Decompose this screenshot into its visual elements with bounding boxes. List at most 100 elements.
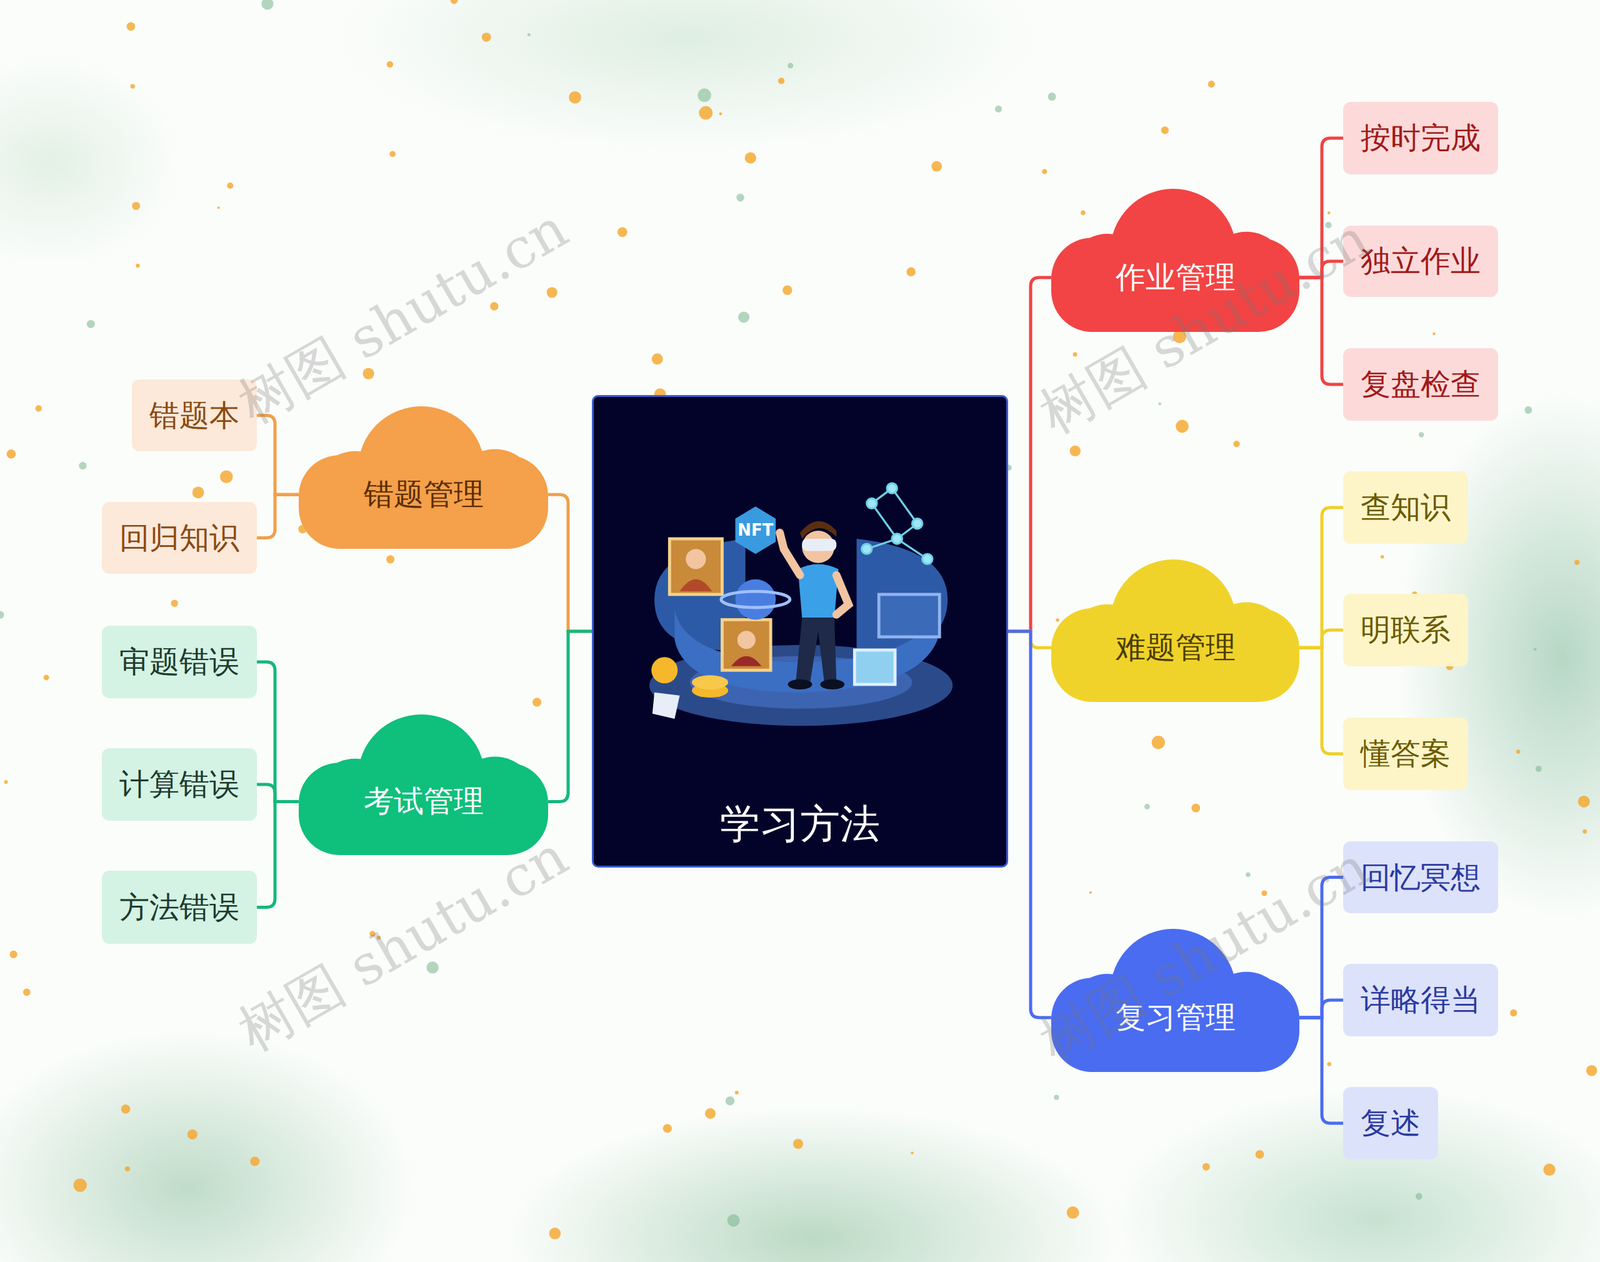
splash-dot — [1516, 749, 1521, 754]
leaf-box: 复盘检查 — [1343, 348, 1499, 421]
node-label: 回忆冥想 — [1360, 859, 1481, 896]
splash-dot — [35, 405, 42, 412]
leaf-box: 审题错误 — [101, 625, 257, 699]
node-label: 复习管理 — [1115, 999, 1236, 1036]
splash-dot — [220, 470, 234, 484]
splash-dot — [1578, 795, 1590, 808]
splash-dot — [121, 1104, 131, 1114]
splash-dot — [23, 988, 31, 996]
splash-dot — [6, 449, 17, 459]
branch-connector — [256, 415, 299, 495]
splash-dot — [192, 486, 205, 499]
splash-dot — [651, 353, 664, 365]
node-label: 难题管理 — [1115, 629, 1236, 666]
splash-dot — [1191, 803, 1200, 813]
splash-dot — [86, 320, 95, 329]
splash-dot — [376, 935, 381, 940]
splash-dot — [697, 88, 712, 103]
branch-connector — [1299, 630, 1344, 648]
node-label: 回归知识 — [119, 520, 240, 557]
splash-dot — [135, 263, 140, 268]
splash-dot — [1261, 890, 1267, 897]
splash-dot — [226, 182, 234, 189]
splash-dot — [1070, 445, 1081, 457]
branch-connector — [1299, 877, 1344, 1018]
splash-dot — [1510, 1009, 1517, 1017]
splash-dot — [738, 311, 750, 323]
branch-cloud: 考试管理 — [298, 714, 549, 855]
node-label: 学习方法 — [720, 800, 880, 849]
branch-connector — [548, 631, 592, 802]
splash-dot — [1158, 402, 1162, 406]
branch-connector — [1008, 631, 1052, 1018]
splash-dot — [1073, 352, 1078, 357]
splash-dot — [1151, 735, 1165, 749]
splash-dot — [4, 780, 9, 784]
splash-dot — [1586, 1065, 1598, 1077]
node-label: 计算错误 — [119, 766, 240, 803]
leaf-box: 按时完成 — [1343, 101, 1499, 175]
splash-dot — [1080, 210, 1086, 216]
branch-connector — [1299, 647, 1344, 754]
branch-connector — [256, 801, 299, 908]
splash-dot — [906, 267, 916, 277]
splash-dot — [735, 1090, 739, 1095]
leaf-box: 复述 — [1343, 1086, 1439, 1160]
node-label: 明联系 — [1360, 611, 1451, 649]
splash-dot — [778, 77, 785, 84]
splash-dot — [73, 1178, 87, 1192]
node-label: 考试管理 — [363, 783, 484, 820]
branch-cloud: 作业管理 — [1051, 188, 1300, 332]
splash-dot — [617, 226, 628, 237]
leaf-box: 独立作业 — [1343, 225, 1499, 297]
splash-dot — [527, 33, 531, 37]
leaf-box: 错题本 — [131, 379, 257, 452]
branch-connector — [1008, 277, 1052, 632]
splash-dot — [1418, 431, 1424, 437]
node-label: 作业管理 — [1115, 259, 1236, 296]
splash-dot — [1055, 618, 1060, 622]
node-label: 按时完成 — [1360, 120, 1481, 157]
node-label: 懂答案 — [1360, 735, 1451, 772]
splash-dot — [369, 930, 375, 937]
splash-dot — [78, 461, 87, 470]
splash-dot — [1161, 126, 1169, 134]
branch-connector — [548, 494, 592, 632]
splash-dot — [1255, 1150, 1265, 1159]
splash-dot — [1535, 765, 1542, 772]
branch-connector — [256, 784, 299, 802]
splash-dot — [1208, 80, 1215, 88]
node-label: 复述 — [1360, 1105, 1421, 1142]
splash-dot — [793, 1138, 804, 1149]
branch-cloud: 复习管理 — [1051, 928, 1300, 1072]
splash-dot — [698, 106, 713, 120]
splash-dot — [1582, 829, 1587, 834]
splash-dot — [1089, 891, 1092, 894]
splash-dot — [1233, 440, 1240, 447]
branch-connector — [256, 661, 299, 802]
splash-dot — [1053, 1095, 1059, 1100]
branch-connector — [1299, 1000, 1344, 1018]
splash-dot — [1432, 332, 1435, 335]
splash-dot — [1202, 1163, 1210, 1171]
vr-illustration: NFT — [593, 396, 1007, 866]
splash-dot — [250, 1156, 260, 1166]
splash-dot — [546, 286, 558, 298]
leaf-box: 回归知识 — [101, 501, 257, 574]
splash-dot — [663, 1123, 672, 1133]
splash-dot — [736, 193, 745, 202]
splash-dot — [131, 201, 140, 210]
branch-cloud: 错题管理 — [298, 406, 549, 549]
splash-dot — [745, 152, 757, 164]
node-label: 方法错误 — [119, 889, 240, 926]
leaf-box: 查知识 — [1343, 471, 1469, 544]
splash-dot — [931, 161, 942, 172]
splash-dot — [171, 600, 179, 607]
node-label: 详略得当 — [1360, 981, 1481, 1019]
splash-dot — [481, 32, 492, 42]
branch-connector — [256, 494, 299, 538]
branch-connector — [1299, 138, 1344, 278]
branch-connector — [1299, 1017, 1344, 1124]
splash-dot — [1543, 1163, 1555, 1176]
splash-dot — [363, 368, 375, 380]
